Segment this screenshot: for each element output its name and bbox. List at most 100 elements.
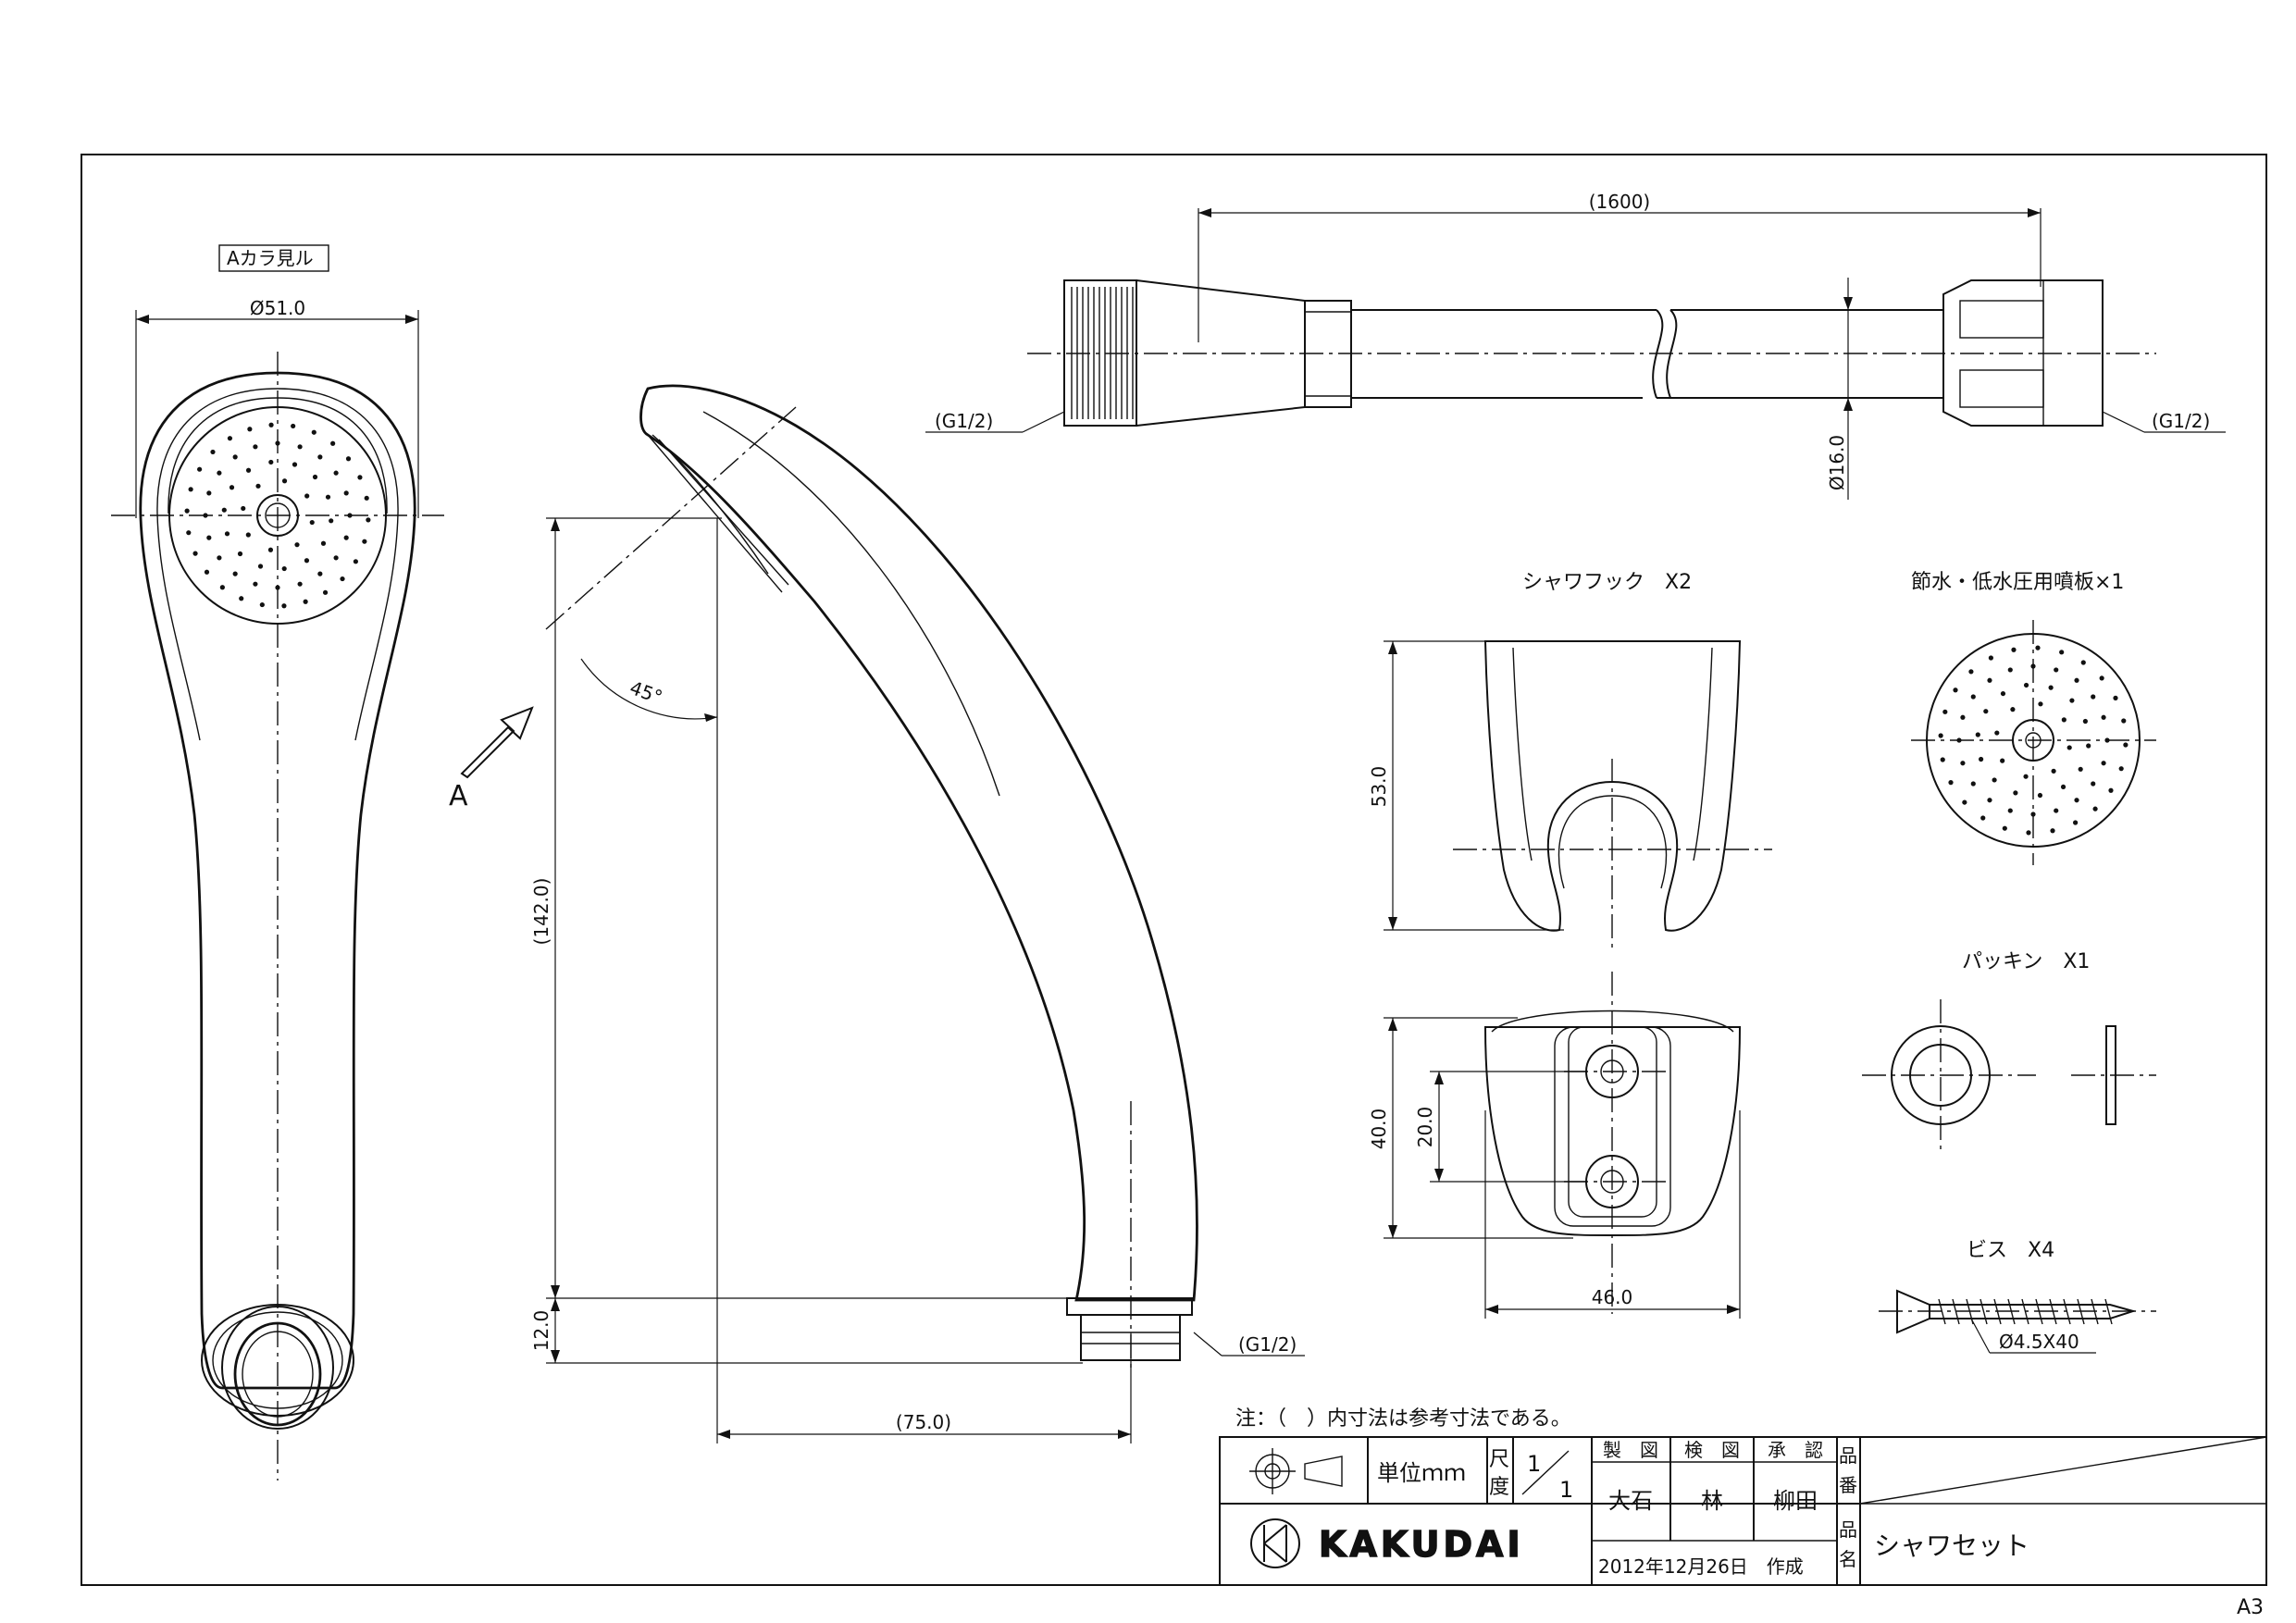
spray-hole xyxy=(206,535,212,540)
spray-hole xyxy=(217,470,222,476)
spray-hole xyxy=(362,539,367,544)
part-number-label-2: 番 xyxy=(1839,1474,1857,1496)
height-142-dimension: (142.0) xyxy=(530,878,552,946)
spray-hole xyxy=(221,507,227,513)
spray-hole xyxy=(241,505,246,512)
part-name-label-1: 品 xyxy=(1839,1518,1857,1541)
hose-thread-left-label: (G1/2) xyxy=(935,410,993,432)
shower-head-front-view: Aカラ見ル Ø51.0 xyxy=(111,244,444,1481)
spray-hole xyxy=(232,454,238,460)
spray-hole xyxy=(303,599,308,604)
spray-hole xyxy=(247,427,253,432)
spray-hole xyxy=(2123,742,2128,748)
spray-hole xyxy=(253,581,258,587)
part-name-label-2: 名 xyxy=(1839,1548,1857,1570)
spray-holes xyxy=(184,422,371,609)
spray-hole xyxy=(1962,799,1967,805)
packing-gasket-view: パッキン X1 xyxy=(1862,950,2156,1152)
plate-title: 節水・低水圧用噴板×1 xyxy=(1911,571,2124,594)
spray-hole xyxy=(330,440,336,446)
spray-hole xyxy=(1992,777,1997,783)
spray-hole xyxy=(197,466,203,472)
spray-hole xyxy=(281,603,287,609)
view-a-label-box xyxy=(218,244,329,272)
spray-hole xyxy=(204,569,210,575)
spray-hole xyxy=(2099,675,2104,681)
spray-hole xyxy=(317,454,323,460)
kakudai-logo xyxy=(1250,1518,1300,1568)
spray-hole xyxy=(2091,694,2096,700)
mount-height-dimension: 40.0 xyxy=(1368,1109,1390,1150)
spray-hole xyxy=(364,495,369,501)
name-approved: 柳田 xyxy=(1773,1488,1818,1514)
spray-hole xyxy=(357,475,363,480)
spray-hole xyxy=(2059,650,2065,655)
spray-hole xyxy=(317,571,323,576)
spray-hole xyxy=(1980,815,1986,821)
side-thread-label: (G1/2) xyxy=(1238,1333,1297,1356)
spray-hole xyxy=(217,555,222,561)
spray-hole xyxy=(1988,655,1993,661)
spray-hole xyxy=(2013,790,2018,796)
height-12-dimension: 12.0 xyxy=(530,1310,552,1352)
spray-hole xyxy=(329,518,334,524)
spray-hole xyxy=(2054,808,2059,813)
reference-dimension-note: 注：（ ）内寸法は参考寸法である。 xyxy=(1235,1407,1571,1431)
spray-hole xyxy=(1983,709,1989,714)
spray-hole xyxy=(2108,787,2114,793)
spray-hole xyxy=(333,555,339,561)
spray-hole xyxy=(1960,714,1966,720)
name-drawn: 大石 xyxy=(1608,1488,1653,1514)
spray-hole xyxy=(2023,774,2029,779)
hook-mount-base-view: 40.0 20.0 46.0 xyxy=(1368,972,1742,1319)
screw-view: ビス X4 Ø4.5X40 xyxy=(1879,1239,2156,1354)
spray-hole xyxy=(2091,781,2096,787)
spray-hole xyxy=(1938,733,1943,738)
spray-hole xyxy=(2069,698,2075,703)
spray-hole xyxy=(206,490,212,496)
spray-hole xyxy=(2073,820,2079,825)
spray-hole xyxy=(1975,732,1980,737)
spray-hole xyxy=(294,542,300,548)
spray-hole xyxy=(304,493,310,499)
unit-label: 単位ｍｍ xyxy=(1377,1460,1466,1486)
spray-hole xyxy=(1953,688,1958,693)
spray-hole xyxy=(2061,717,2066,723)
shower-hook-view: シャワフック X2 53.0 xyxy=(1368,571,1772,953)
spray-hole xyxy=(333,470,339,476)
spray-hole xyxy=(320,540,327,546)
spray-hole xyxy=(188,487,193,492)
mount-width-dimension: 46.0 xyxy=(1592,1286,1633,1308)
spray-hole xyxy=(2074,677,2079,683)
spray-hole xyxy=(232,571,238,576)
spray-hole xyxy=(2038,701,2043,707)
spray-hole xyxy=(2113,695,2118,700)
spray-hole xyxy=(322,589,329,595)
spray-hole xyxy=(2050,828,2055,834)
spray-hole xyxy=(268,422,274,427)
view-a-label: Aカラ見ル xyxy=(227,247,314,269)
spray-hole xyxy=(2086,743,2091,749)
spray-hole xyxy=(292,462,298,467)
spray-hole xyxy=(2000,690,2006,697)
packing-title: パッキン X1 xyxy=(1962,950,2090,973)
spray-hole xyxy=(2101,761,2106,766)
spray-hole xyxy=(2118,766,2124,772)
spray-hole xyxy=(2048,685,2054,690)
spray-hole xyxy=(1970,781,1976,787)
spray-hole xyxy=(345,456,352,462)
spray-hole xyxy=(229,485,235,490)
spray-hole xyxy=(2060,784,2066,790)
hose-thread-right-label: (G1/2) xyxy=(2152,410,2210,432)
spray-hole xyxy=(227,436,233,441)
spray-hole xyxy=(1970,694,1976,700)
scale-label-2: 度 xyxy=(1489,1476,1509,1499)
shower-hose-view: (1600) Ø16.0 (G1/2) (G1/2) xyxy=(925,191,2226,500)
spray-hole xyxy=(245,532,251,538)
spray-hole xyxy=(1948,780,1954,786)
company-name: KAKUDAI xyxy=(1319,1524,1524,1565)
spray-hole xyxy=(1940,757,1945,762)
spray-hole xyxy=(2074,798,2079,803)
spray-hole xyxy=(2010,707,2016,712)
spray-hole xyxy=(2002,825,2007,831)
